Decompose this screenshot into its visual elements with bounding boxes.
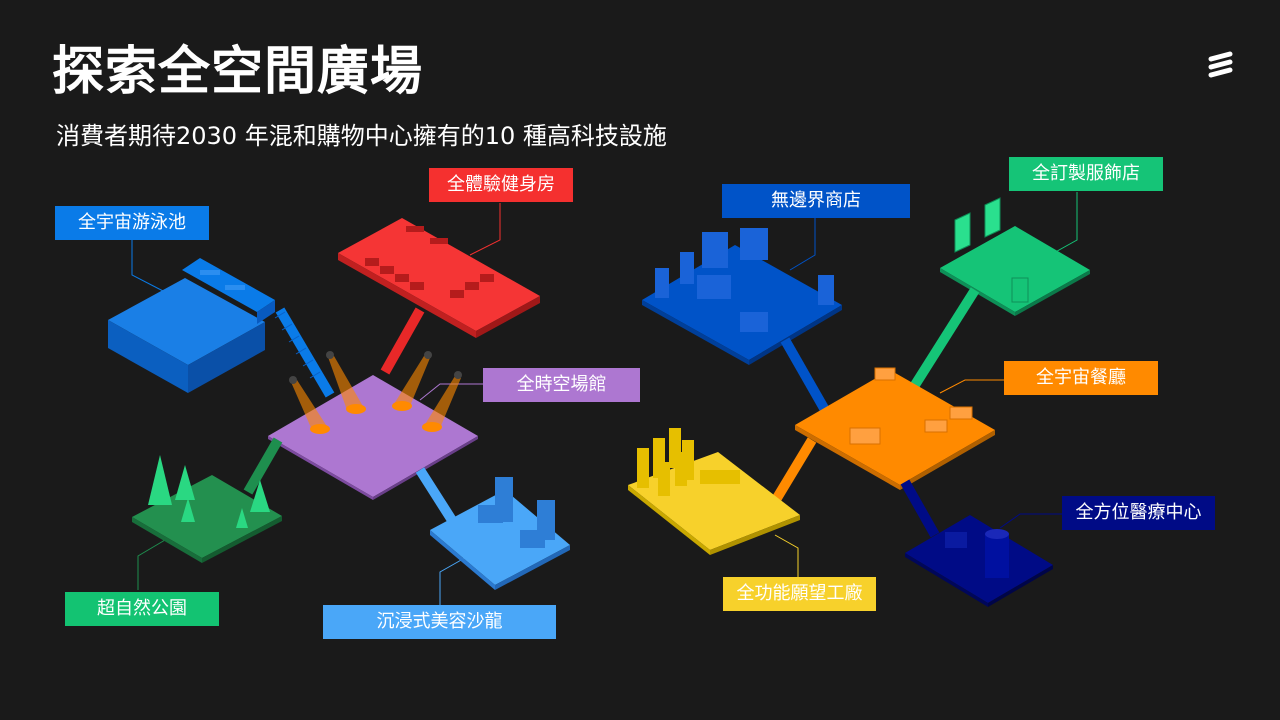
restaurant-platform (795, 367, 995, 490)
park-stairs (243, 437, 283, 495)
salon-stairs (415, 467, 460, 528)
page-title: 探索全空間廣場 (52, 42, 424, 102)
label-tailor: 全訂製服飾店 (1009, 157, 1163, 191)
gym-platform (338, 218, 540, 338)
factory-stairs (772, 437, 817, 501)
store-stairs (780, 337, 830, 413)
arena-platform (268, 351, 478, 500)
page-subtitle: 消費者期待2030 年混和購物中心擁有的10 種高科技設施 (56, 122, 667, 150)
label-factory: 全功能願望工廠 (723, 577, 876, 611)
store-platform (642, 228, 842, 365)
salon-platform (430, 477, 570, 590)
pool-stairs (275, 307, 335, 398)
gym-stairs (380, 307, 425, 375)
label-pool: 全宇宙游泳池 (55, 206, 209, 240)
park-platform (132, 455, 282, 563)
label-park: 超自然公園 (65, 592, 219, 626)
label-gym: 全體驗健身房 (429, 168, 573, 202)
label-medical: 全方位醫療中心 (1062, 496, 1215, 530)
label-arena: 全時空場館 (483, 368, 640, 402)
tailor-platform (940, 197, 1090, 316)
medical-platform (905, 515, 1053, 607)
label-salon: 沉浸式美容沙龍 (323, 605, 556, 639)
label-restaurant: 全宇宙餐廳 (1004, 361, 1158, 395)
label-store: 無邊界商店 (722, 184, 910, 218)
factory-platform (628, 428, 800, 555)
ericsson-logo-icon (1208, 51, 1233, 78)
pool-platform (108, 258, 275, 393)
medical-stairs (900, 479, 940, 538)
tailor-stairs (910, 287, 980, 388)
